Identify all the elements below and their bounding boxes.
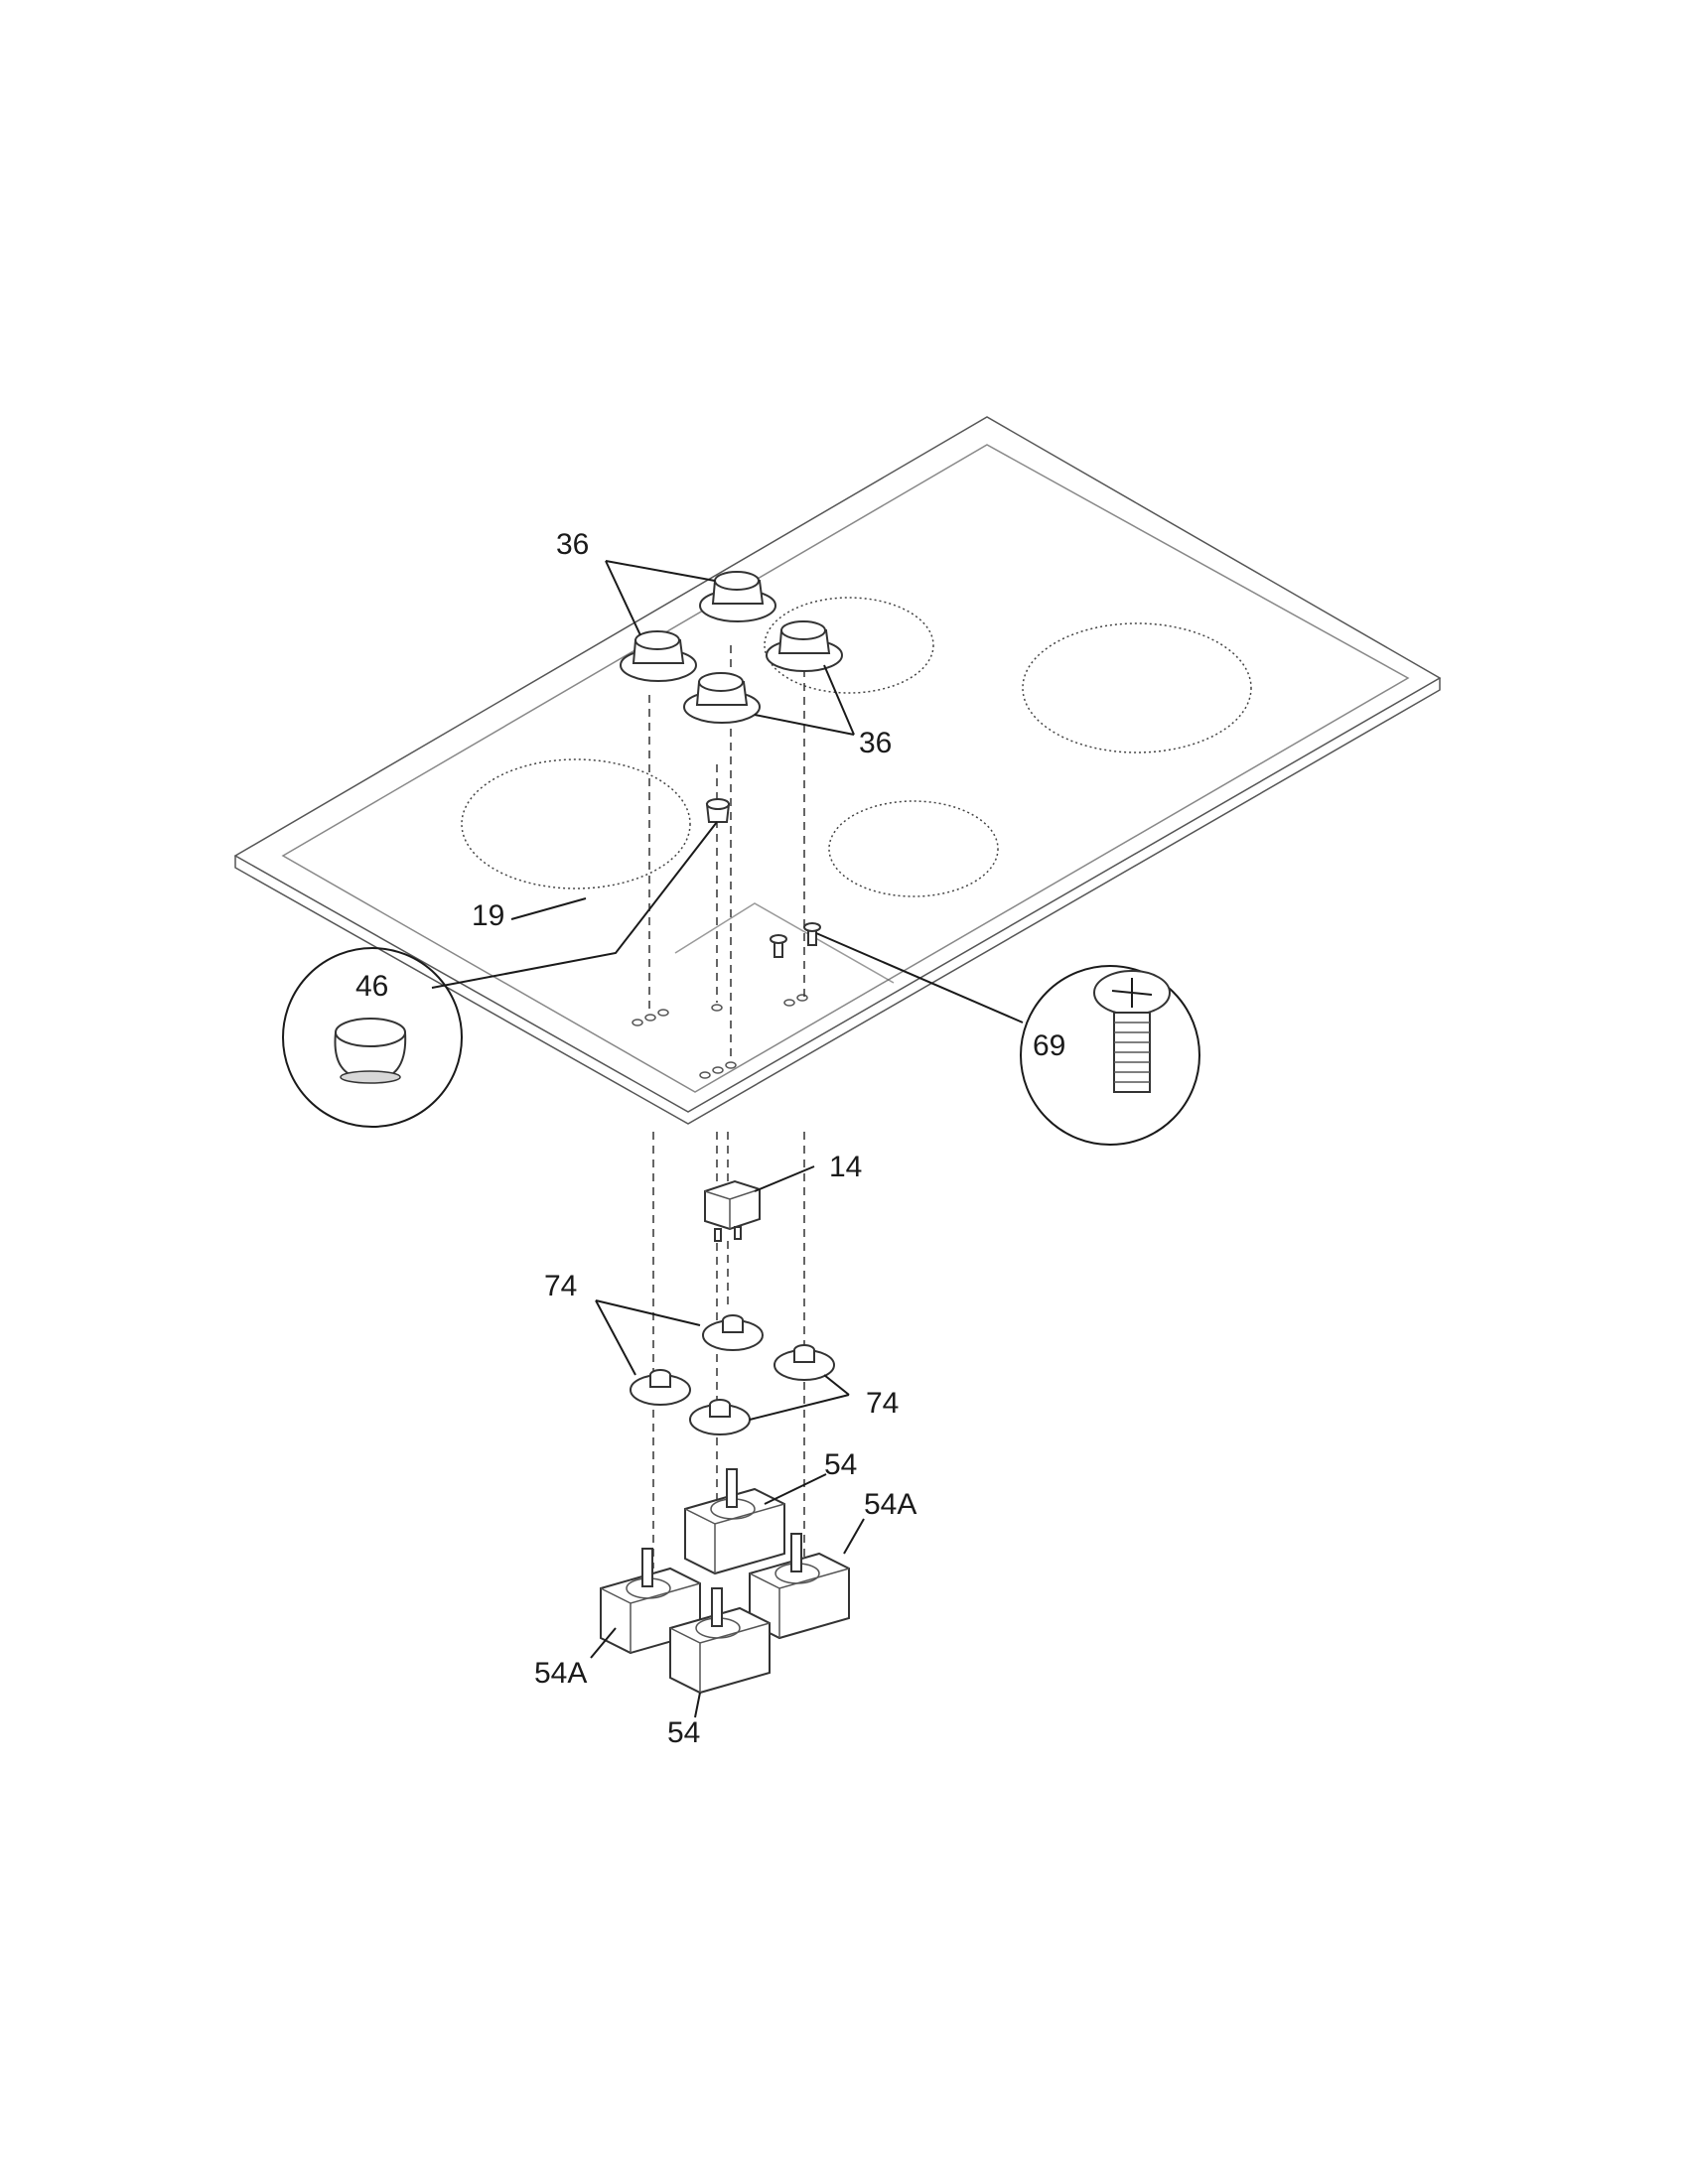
label-54A-left: 54A: [534, 1657, 587, 1690]
detail-callout-46: [282, 821, 718, 1128]
label-46: 46: [355, 970, 388, 1003]
element-left-rear: [764, 597, 934, 694]
knob-rear-center: [699, 571, 776, 622]
label-36-top: 36: [556, 528, 589, 561]
bezel-3: [774, 1344, 835, 1381]
element-right-front: [828, 800, 999, 897]
mounting-holes: [632, 994, 808, 1079]
knob-rear-right: [766, 620, 843, 672]
label-54A-right: 54A: [864, 1488, 916, 1521]
element-right-rear: [1022, 622, 1252, 753]
alignment-lines: [648, 645, 805, 1569]
label-54-bottom: 54: [667, 1716, 700, 1749]
callout-labels: 36 36 19 46 69 14 74 74 54 54 54A 54A: [355, 528, 1065, 1749]
label-14: 14: [829, 1151, 862, 1183]
knob-rear-left: [620, 630, 697, 682]
label-54-top: 54: [824, 1448, 857, 1481]
element-left-front: [461, 758, 691, 889]
bezel-1: [702, 1314, 764, 1351]
relay-switch: [704, 1179, 761, 1242]
label-36-right: 36: [859, 727, 892, 759]
label-69: 69: [1033, 1029, 1065, 1062]
cooktop-surface: [233, 416, 1442, 1125]
screws-small: [770, 922, 821, 958]
bezel-4: [689, 1399, 751, 1435]
switch-front-center: [669, 1587, 771, 1695]
switch-rear-center: [684, 1468, 785, 1575]
label-74-left: 74: [544, 1270, 577, 1302]
knob-front-center: [683, 672, 761, 724]
label-74-right: 74: [866, 1387, 899, 1420]
label-19: 19: [472, 899, 504, 932]
bezel-2: [630, 1369, 691, 1406]
leader-lines: [510, 560, 865, 1718]
indicator-plug: [705, 798, 731, 823]
detail-callout-69: [815, 932, 1200, 1146]
